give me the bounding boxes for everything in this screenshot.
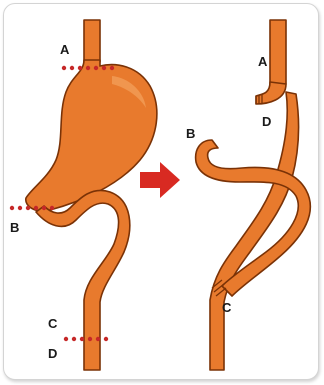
gastric-pouch (256, 82, 286, 104)
label-b-before: B (10, 220, 19, 235)
label-a-after: A (258, 54, 268, 69)
roux-limb (210, 92, 299, 370)
esophagus (84, 20, 100, 62)
label-c-before: C (48, 316, 58, 331)
label-d-after: D (262, 114, 271, 129)
label-c-after: C (222, 300, 232, 315)
after-illustration: A B D C (186, 20, 310, 370)
before-illustration: A B C D (10, 20, 157, 370)
stomach (26, 60, 157, 211)
label-d-before: D (48, 346, 57, 361)
right-arrow-icon (140, 162, 180, 198)
intestine (36, 190, 130, 370)
label-a-before: A (60, 42, 70, 57)
label-b-after: B (186, 126, 195, 141)
esophagus-after (270, 20, 286, 84)
